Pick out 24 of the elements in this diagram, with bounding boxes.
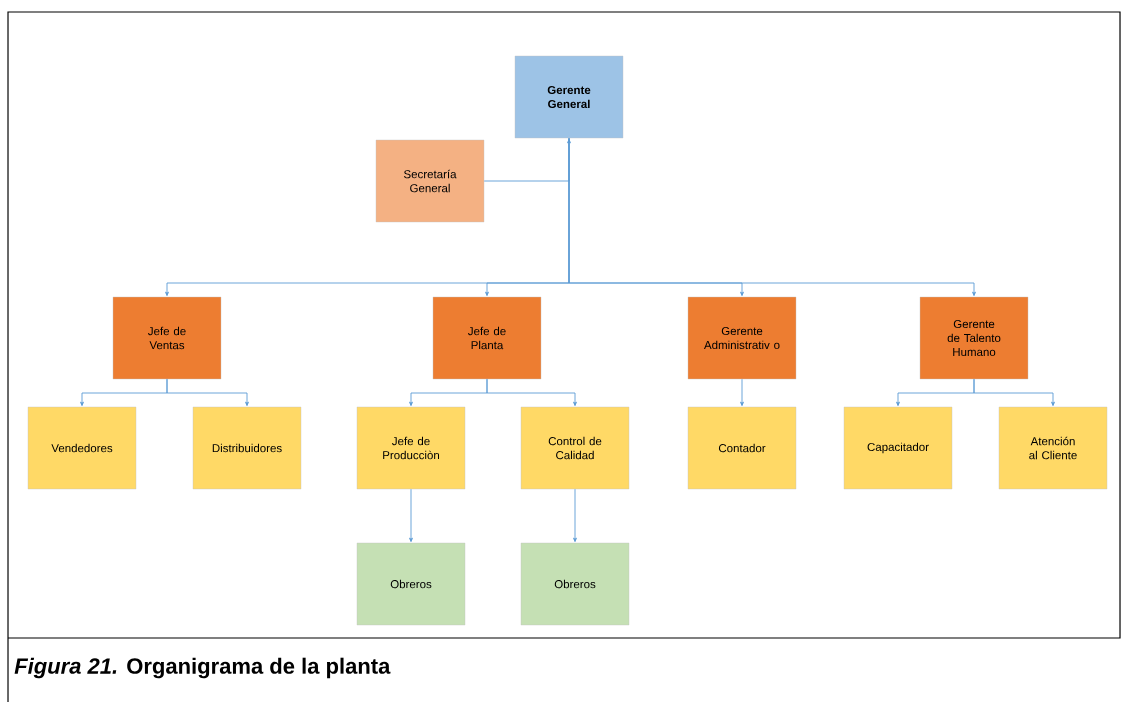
staff-box: Control de Calidad: [520, 406, 630, 490]
staff-box: Vendedores: [27, 406, 137, 490]
department-box: Jefe de Planta: [432, 296, 542, 380]
connector-arrow: [486, 378, 577, 407]
worker-box: Obreros: [520, 542, 630, 626]
department-box: Gerente de Talento Humano: [919, 296, 1029, 380]
connector-arrow: [483, 138, 571, 182]
connector-arrow: [166, 378, 249, 407]
connector-arrow: [573, 488, 577, 543]
connector-arrow: [740, 378, 744, 407]
staff-box: Atención al Cliente: [998, 406, 1108, 490]
department-box: Gerente Administrativ o: [687, 296, 797, 380]
manager-box: Gerente General: [514, 55, 624, 139]
secretary-box: Secretaría General: [375, 139, 485, 223]
staff-box: Capacitador: [843, 406, 953, 490]
staff-box: Contador: [687, 406, 797, 490]
connector-arrow: [973, 378, 1055, 407]
staff-box: Distribuidores: [192, 406, 302, 490]
connector-arrow: [409, 488, 413, 543]
worker-box: Obreros: [356, 542, 466, 626]
connector-arrow: [568, 137, 976, 297]
caption: Figura 21. Organigrama de la planta: [14, 657, 391, 679]
staff-box: Jefe de Producciòn: [356, 406, 466, 490]
department-box: Jefe de Ventas: [112, 296, 222, 380]
